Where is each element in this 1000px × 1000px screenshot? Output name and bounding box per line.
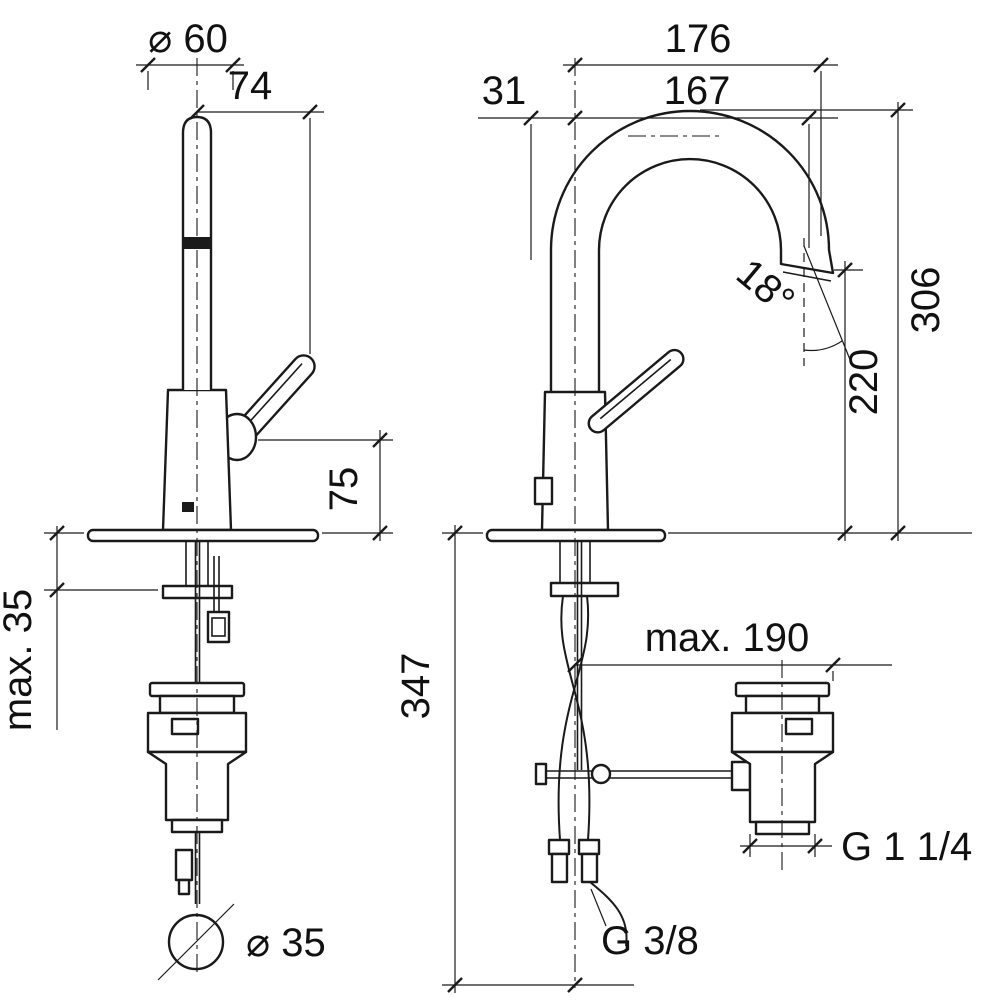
dim-label-167: 167 xyxy=(664,69,731,113)
dim-label-176: 176 xyxy=(665,17,732,61)
dim-label-74: 74 xyxy=(228,64,273,108)
dim-label-306: 306 xyxy=(904,267,948,334)
dim-74: 74 xyxy=(188,64,324,354)
mounting-hardware xyxy=(549,541,620,598)
dim-max-190: max. 190 xyxy=(566,616,892,681)
handle-lever xyxy=(587,348,685,434)
dim-label-g-1-1-4: G 1 1/4 xyxy=(841,825,972,869)
dim-306: 306 xyxy=(668,101,972,542)
dim-diameter-35: ⌀ 35 xyxy=(157,903,326,981)
dim-max-35: max. 35 xyxy=(0,524,158,731)
gooseneck-spout xyxy=(549,109,835,392)
dim-31-167: 31 167 xyxy=(478,69,838,260)
supply-hoses xyxy=(547,595,628,947)
dim-label-220: 220 xyxy=(842,349,886,416)
faucet-body-side xyxy=(86,115,320,543)
dim-347: 347 xyxy=(394,524,634,994)
dim-label-diameter-35: ⌀ 35 xyxy=(246,921,326,965)
dim-label-g-3-8: G 3/8 xyxy=(601,919,699,963)
aerator-face xyxy=(782,271,832,282)
dim-label-max-35: max. 35 xyxy=(0,589,40,731)
dim-75: 75 xyxy=(258,430,393,542)
right-view: 176 31 167 18° 306 220 xyxy=(394,17,972,994)
side-stub xyxy=(533,476,554,506)
dim-diameter-60: ⌀ 60 xyxy=(136,17,244,90)
faucet-body-front xyxy=(485,109,835,543)
left-view: ⌀ 60 74 75 max. 35 ⌀ 35 xyxy=(0,17,393,981)
dim-176: 176 xyxy=(563,17,838,236)
outlet-marker xyxy=(182,502,194,512)
rod-ball-joint xyxy=(590,763,612,785)
dim-label-347: 347 xyxy=(394,653,438,720)
dim-label-max-190: max. 190 xyxy=(645,616,810,660)
dim-thread-drain: G 1 1/4 xyxy=(740,825,972,869)
pop-up-rod-linkage xyxy=(534,541,752,792)
dim-label-75: 75 xyxy=(322,467,366,512)
dim-thread-supply: G 3/8 xyxy=(590,888,699,963)
mounting-hardware xyxy=(161,541,234,644)
base-plate xyxy=(485,528,667,543)
pop-up-rod xyxy=(174,541,201,904)
dim-220: 220 xyxy=(834,261,886,542)
base-plate xyxy=(86,528,320,543)
dim-label-31: 31 xyxy=(482,69,527,113)
drain-assembly xyxy=(730,660,835,872)
dim-label-diameter-60: ⌀ 60 xyxy=(148,17,228,61)
